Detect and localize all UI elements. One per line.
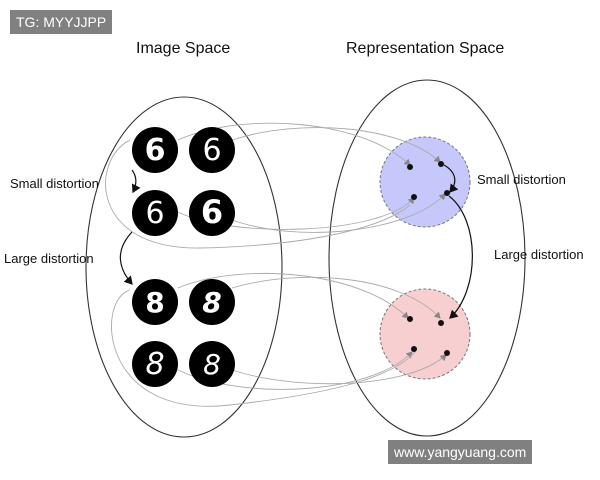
watermark-bottom-right: www.yangyuang.com	[388, 440, 533, 464]
representation-space-ellipse	[328, 79, 526, 437]
digit-glyph-6: 8	[202, 286, 221, 319]
point-blue-3	[444, 190, 450, 196]
representation-space-title: Representation Space	[346, 40, 505, 57]
digit-glyph-7: 8	[145, 347, 164, 382]
red-cluster	[379, 288, 471, 380]
digit-glyph-4: 6	[201, 193, 223, 231]
large-distortion-arrow-right	[448, 195, 473, 319]
point-blue-1	[407, 164, 413, 170]
digit-image-5	[132, 279, 178, 325]
small-distortion-label-left: Small distortion	[10, 176, 99, 191]
image-space-title: Image Space	[136, 40, 231, 57]
point-blue-4	[411, 194, 417, 200]
digit-image-6	[189, 279, 235, 325]
embedding-points	[407, 161, 450, 356]
image-space-ellipse	[85, 96, 283, 438]
digit-image-8	[189, 341, 235, 387]
digit-image-3	[132, 190, 178, 236]
large-distortion-arrow-left	[119, 231, 133, 285]
point-red-4	[444, 350, 450, 356]
small-distortion-arrow-right	[443, 164, 459, 193]
large-distortion-label-right: Large distortion	[494, 247, 584, 262]
watermark-top-left: TG: MYYJJPP	[10, 10, 113, 34]
point-blue-2	[438, 161, 444, 167]
digit-glyph-8: 8	[203, 348, 221, 381]
blue-cluster	[379, 136, 471, 228]
large-distortion-label-left: Large distortion	[4, 251, 94, 266]
small-distortion-label-right: Small distortion	[477, 172, 566, 187]
point-red-3	[411, 346, 417, 352]
digit-glyph-1: 6	[145, 133, 166, 168]
digit-glyph-2: 6	[202, 133, 221, 168]
digit-image-4	[189, 190, 235, 236]
digit-image-7	[132, 341, 178, 387]
digit-glyph-5: 8	[145, 286, 164, 319]
digit-image-1	[132, 127, 178, 173]
digit-image-2	[189, 127, 235, 173]
digit-glyph-3: 6	[145, 196, 164, 231]
small-distortion-arrow-left	[131, 169, 141, 194]
point-red-2	[438, 320, 444, 326]
point-red-1	[407, 316, 413, 322]
